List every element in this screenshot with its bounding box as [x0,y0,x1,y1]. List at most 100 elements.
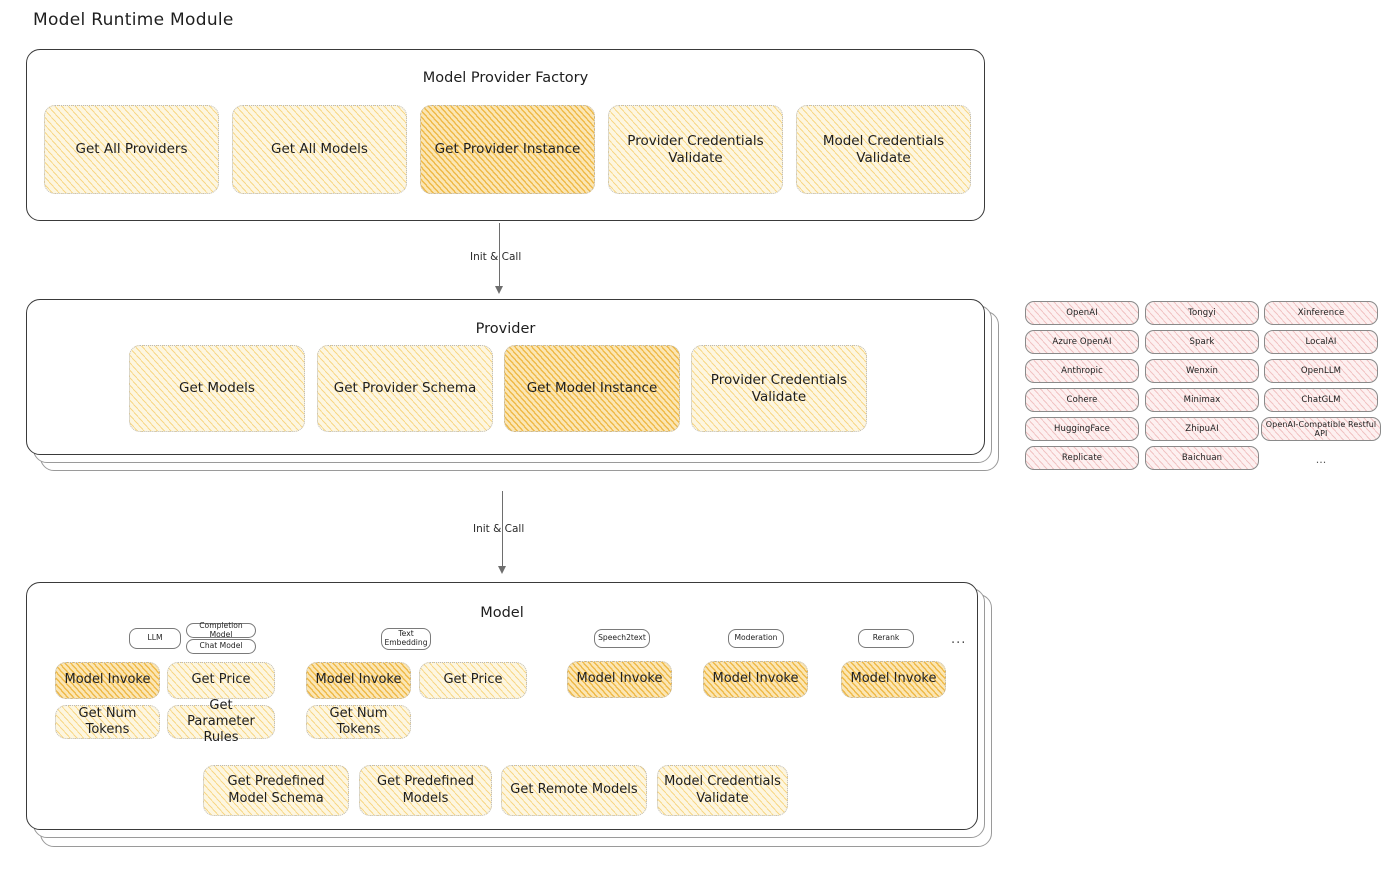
factory-op-get-all-providers[interactable]: Get All Providers [44,105,219,194]
chip-label: OpenLLM [1300,366,1342,376]
chip-label: LocalAI [1305,337,1337,347]
provider-chip-azure-openai[interactable]: Azure OpenAI [1025,330,1139,354]
arrow-factory-to-provider-label: Init & Call [470,251,522,263]
chip-label: Azure OpenAI [1052,337,1112,347]
factory-op-provider-credentials-validate[interactable]: Provider Credentials Validate [608,105,783,194]
model-type-badge-speech2text[interactable]: Speech2text [594,629,650,648]
provider-chip-zhipuai[interactable]: ZhipuAI [1145,417,1259,441]
op-label: Model Invoke [64,672,151,688]
factory-op-label: Get Provider Instance [434,141,581,158]
op-label: Model Invoke [576,671,663,687]
factory-op-label: Get All Models [271,141,368,158]
provider-chip-wenxin[interactable]: Wenxin [1145,359,1259,383]
factory-op-get-all-models[interactable]: Get All Models [232,105,407,194]
chip-label: Xinference [1297,308,1345,318]
model-sub-badge-chat-model[interactable]: Chat Model [186,639,256,654]
model-op-get-predefined-models[interactable]: Get Predefined Models [359,765,492,816]
rerank-op-model-invoke[interactable]: Model Invoke [841,661,946,698]
text-embedding-op-get-num-tokens[interactable]: Get Num Tokens [306,705,411,739]
model-type-badge-moderation[interactable]: Moderation [728,629,784,648]
provider-chip-replicate[interactable]: Replicate [1025,446,1139,470]
chip-label: Tongyi [1188,308,1216,318]
model-op-get-predefined-model-schema[interactable]: Get Predefined Model Schema [203,765,349,816]
chip-label: Wenxin [1186,366,1218,376]
provider-chip-openllm[interactable]: OpenLLM [1264,359,1378,383]
provider-chip-tongyi[interactable]: Tongyi [1145,301,1259,325]
badge-label: Rerank [872,633,900,643]
chip-label: Spark [1189,337,1215,347]
moderation-op-model-invoke[interactable]: Model Invoke [703,661,808,698]
chip-label: Anthropic [1061,366,1103,376]
factory-op-label: Provider Credentials Validate [627,132,764,166]
text-embedding-op-model-invoke[interactable]: Model Invoke [306,662,411,699]
op-label: Get Price [191,672,251,688]
badge-label: Text Embedding [384,629,428,647]
arrow-factory-to-provider-line [499,223,501,289]
badge-label: Completion Model [199,620,243,639]
provider-chip-localai[interactable]: LocalAI [1264,330,1378,354]
model-types-ellipsis: ... [951,632,967,647]
arrow-provider-to-model-head [498,566,506,574]
arrow-provider-to-model-line [502,491,504,568]
op-label: Get Predefined Model Schema [227,774,325,806]
llm-op-get-price[interactable]: Get Price [167,662,275,699]
provider-chip-chatglm[interactable]: ChatGLM [1264,388,1378,412]
provider-chip-cohere[interactable]: Cohere [1025,388,1139,412]
op-label: Get Num Tokens [329,705,388,737]
chip-label: Minimax [1183,395,1221,405]
op-label: Model Invoke [850,671,937,687]
chip-label: Baichuan [1181,453,1223,463]
chip-label: ChatGLM [1301,395,1341,405]
model-type-badge-rerank[interactable]: Rerank [858,629,914,648]
model-title: Model [480,605,524,621]
llm-op-model-invoke[interactable]: Model Invoke [55,662,160,699]
op-label: Model Invoke [315,672,402,688]
op-label: Model Invoke [712,671,799,687]
provider-chip-huggingface[interactable]: HuggingFace [1025,417,1139,441]
provider-op-provider-credentials-validate[interactable]: Provider Credentials Validate [691,345,867,432]
provider-op-label: Get Provider Schema [333,380,477,397]
provider-chip-openai-compatible-restful-api[interactable]: OpenAI-Compatible Restful API [1261,417,1381,441]
provider-chip-baichuan[interactable]: Baichuan [1145,446,1259,470]
arrow-factory-to-provider-head [495,286,503,294]
chip-label: OpenAI [1066,308,1098,318]
provider-chip-openai[interactable]: OpenAI [1025,301,1139,325]
provider-op-get-model-instance[interactable]: Get Model Instance [504,345,680,432]
badge-label: Moderation [734,633,778,643]
llm-op-get-num-tokens[interactable]: Get Num Tokens [55,705,160,739]
provider-op-label: Get Model Instance [526,380,658,397]
op-label: Model Credentials Validate [664,774,781,806]
chip-label: HuggingFace [1053,424,1111,434]
page-title: Model Runtime Module [33,10,234,30]
provider-chip-spark[interactable]: Spark [1145,330,1259,354]
factory-op-label: Get All Providers [75,141,188,158]
badge-label: Chat Model [199,641,243,651]
chip-label: Replicate [1061,453,1103,463]
provider-chip-anthropic[interactable]: Anthropic [1025,359,1139,383]
provider-op-label: Get Models [179,380,255,397]
badge-label: Speech2text [598,633,646,643]
provider-chip-minimax[interactable]: Minimax [1145,388,1259,412]
provider-title: Provider [475,321,536,337]
op-label: Get Parameter Rules [187,697,255,746]
provider-op-get-models[interactable]: Get Models [129,345,305,432]
op-label: Get Num Tokens [78,705,137,737]
factory-op-model-credentials-validate[interactable]: Model Credentials Validate [796,105,971,194]
provider-chip-xinference[interactable]: Xinference [1264,301,1378,325]
model-sub-badge-completion-model[interactable]: Completion Model [186,620,256,639]
model-op-model-credentials-validate[interactable]: Model Credentials Validate [657,765,788,816]
op-label: Get Price [443,672,503,688]
provider-list-ellipsis: ... [1315,453,1327,466]
model-type-badge-llm[interactable]: LLM [129,628,181,649]
model-type-badge-text-embedding[interactable]: Text Embedding [381,628,431,650]
llm-op-get-parameter-rules[interactable]: Get Parameter Rules [167,698,275,745]
chip-label: OpenAI-Compatible Restful API [1265,420,1377,438]
factory-op-get-provider-instance[interactable]: Get Provider Instance [420,105,595,194]
op-label: Get Remote Models [510,782,638,798]
speech2text-op-model-invoke[interactable]: Model Invoke [567,661,672,698]
factory-op-label: Model Credentials Validate [822,132,945,166]
text-embedding-op-get-price[interactable]: Get Price [419,662,527,699]
model-provider-factory-title: Model Provider Factory [422,70,589,86]
provider-op-get-provider-schema[interactable]: Get Provider Schema [317,345,493,432]
model-op-get-remote-models[interactable]: Get Remote Models [501,765,647,816]
